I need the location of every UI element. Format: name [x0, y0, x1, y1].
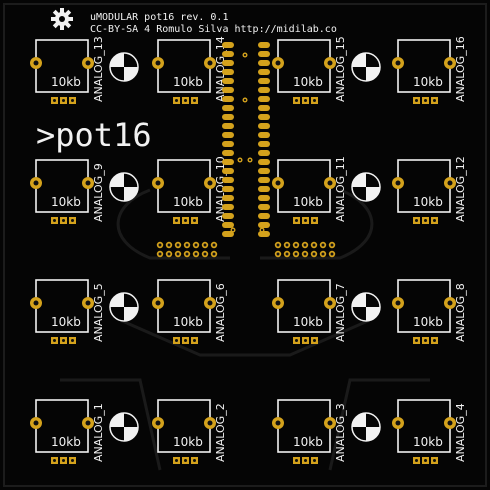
analog-label: ANALOG_13	[92, 36, 105, 102]
pot-value: 10kb	[293, 195, 323, 209]
pot-value: 10kb	[293, 315, 323, 329]
analog-label: ANALOG_5	[92, 283, 105, 342]
analog-label: ANALOG_6	[214, 283, 227, 342]
knob-marker-icon	[109, 412, 139, 442]
analog-label: ANALOG_8	[454, 283, 467, 342]
pot-value: 10kb	[173, 315, 203, 329]
pot-value: 10kb	[51, 315, 81, 329]
knob-marker-icon	[351, 52, 381, 82]
pot-footprint-a11: 10kb ANALOG_11	[272, 156, 381, 224]
pot-value: 10kb	[293, 435, 323, 449]
knob-marker-icon	[109, 292, 139, 322]
pot-footprint-a9: 10kb ANALOG_9	[30, 159, 139, 224]
knob-marker-icon	[351, 172, 381, 202]
knob-marker-icon	[351, 292, 381, 322]
gear-icon	[51, 8, 73, 30]
pot-value: 10kb	[413, 195, 443, 209]
pot-value: 10kb	[51, 435, 81, 449]
analog-label: ANALOG_7	[334, 283, 347, 342]
analog-label: ANALOG_4	[454, 403, 467, 462]
board-outline	[3, 3, 487, 487]
pot-footprint-a8: 10kb ANALOG_8	[392, 279, 467, 344]
analog-label: ANALOG_16	[454, 36, 467, 102]
knob-marker-icon	[109, 52, 139, 82]
header-line-2: CC-BY-SA 4 Romulo Silva http://midilab.c…	[90, 24, 337, 35]
analog-label: ANALOG_1	[92, 403, 105, 462]
pot-footprint-a3: 10kb ANALOG_3	[272, 399, 381, 464]
pot-footprint-a1: 10kb ANALOG_1	[30, 399, 139, 464]
pot-footprint-a7: 10kb ANALOG_7	[272, 279, 381, 344]
pot-footprint-a15: 10kb ANALOG_15	[272, 36, 381, 104]
analog-label: ANALOG_15	[334, 36, 347, 102]
analog-label: ANALOG_9	[92, 163, 105, 222]
board-title: >pot16	[36, 116, 152, 154]
pot-value: 10kb	[173, 75, 203, 89]
pot-footprint-a4: 10kb ANALOG_4	[392, 399, 467, 464]
pot-footprint-a13: 10kb ANALOG_13	[30, 36, 139, 104]
pot-footprint-a12: 10kb ANALOG_12	[392, 156, 467, 224]
analog-label: ANALOG_12	[454, 156, 467, 222]
pot-footprint-a5: 10kb ANALOG_5	[30, 279, 139, 344]
knob-marker-icon	[109, 172, 139, 202]
knob-marker-icon	[351, 412, 381, 442]
pot-footprint-a16: 10kb ANALOG_16	[392, 36, 467, 104]
analog-label: ANALOG_11	[334, 156, 347, 222]
pot-value: 10kb	[293, 75, 323, 89]
pot-value: 10kb	[51, 75, 81, 89]
pot-footprint-a2: 10kb ANALOG_2	[152, 399, 227, 464]
pot-value: 10kb	[173, 195, 203, 209]
header-connector	[156, 42, 336, 258]
pot-value: 10kb	[413, 75, 443, 89]
pot-value: 10kb	[413, 315, 443, 329]
pot-value: 10kb	[173, 435, 203, 449]
analog-label: ANALOG_2	[214, 403, 227, 462]
copper-traces	[60, 188, 430, 471]
pot-footprint-a6: 10kb ANALOG_6	[152, 279, 227, 344]
pot-value: 10kb	[413, 435, 443, 449]
analog-label: ANALOG_3	[334, 403, 347, 462]
header-line-1: uMODULAR pot16 rev. 0.1	[90, 12, 228, 23]
pot-value: 10kb	[51, 195, 81, 209]
